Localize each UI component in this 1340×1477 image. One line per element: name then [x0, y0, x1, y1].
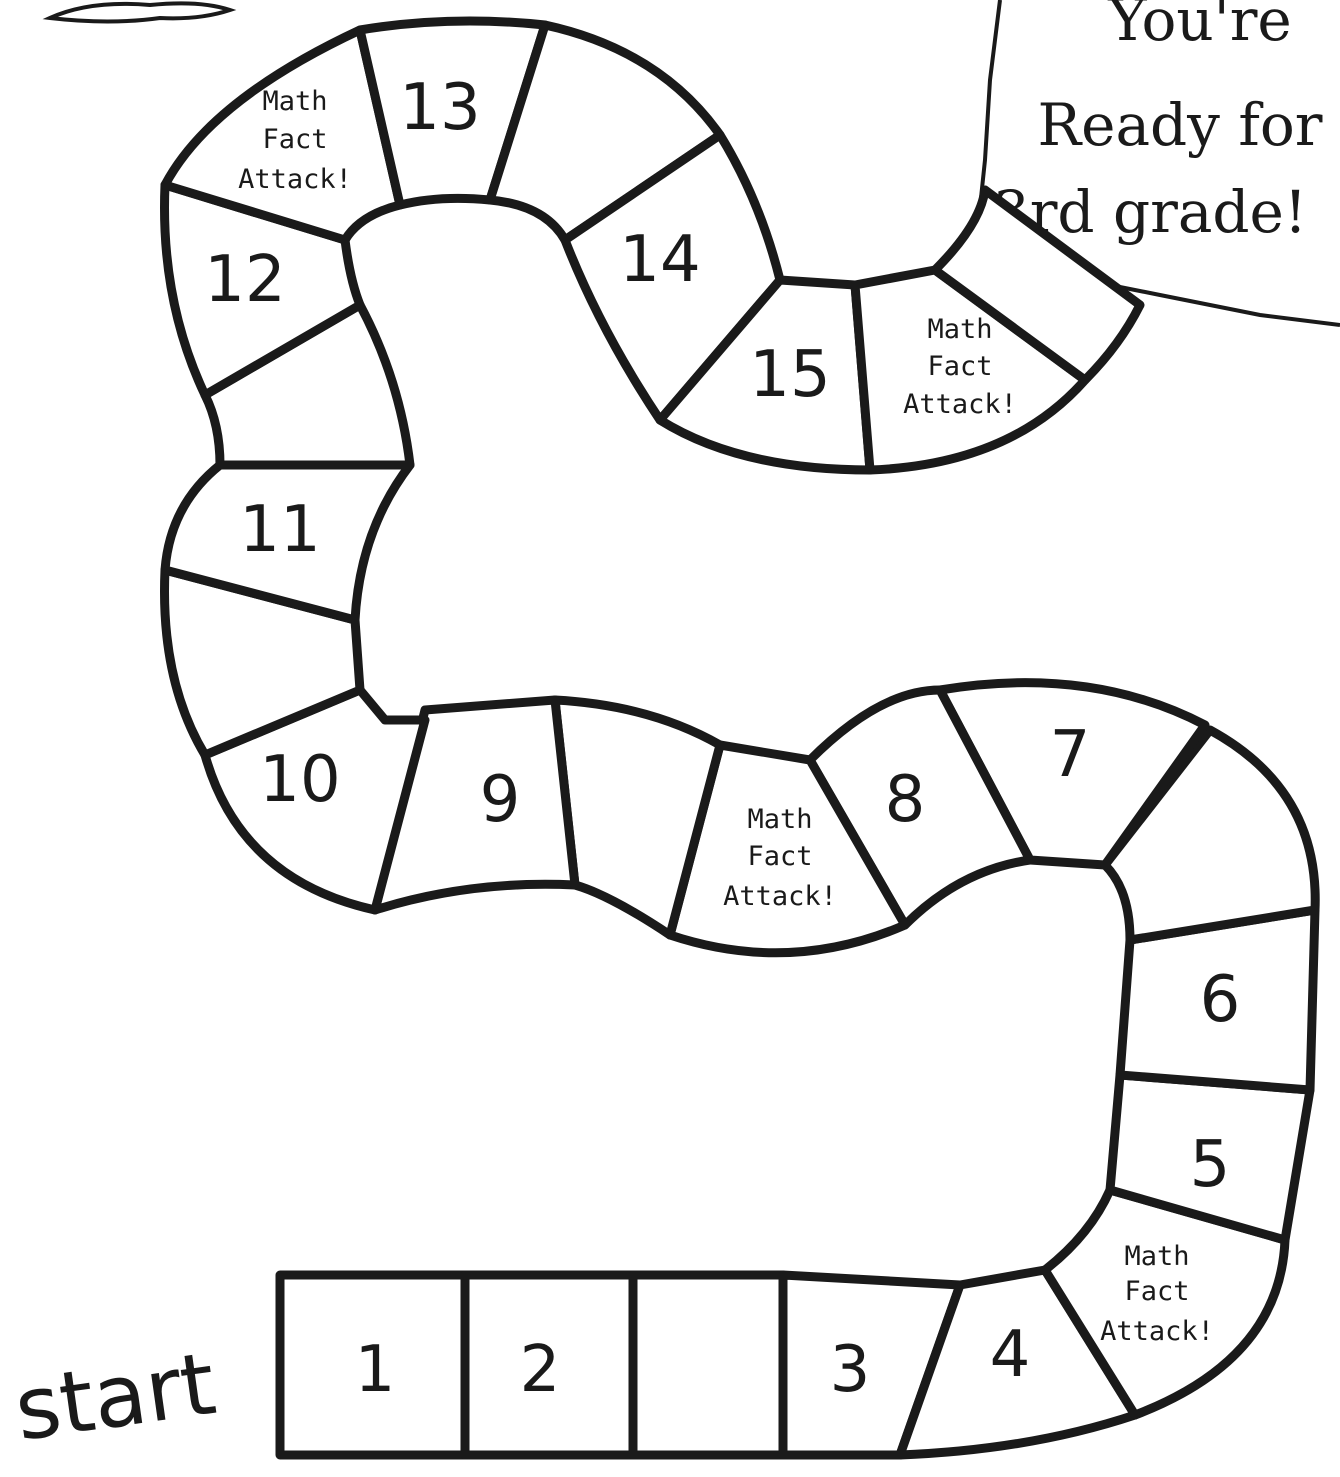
- finish-line-2: Ready for: [1037, 91, 1322, 159]
- space-14-number: 14: [619, 223, 700, 297]
- mfa-1-line-2: Fact: [262, 124, 327, 155]
- mfa-3-line-3: Attack!: [723, 881, 837, 912]
- space-13-number: 13: [399, 71, 480, 145]
- finish-line-1: You're: [1107, 0, 1292, 54]
- mfa-1-line-3: Attack!: [238, 164, 352, 195]
- space-2-number: 2: [520, 1333, 561, 1407]
- mfa-2-line-3: Attack!: [903, 389, 1017, 420]
- mfa-3-line-2: Fact: [747, 841, 812, 872]
- space-5-number: 5: [1190, 1128, 1231, 1202]
- space-10-number: 10: [259, 743, 340, 817]
- space-3-number: 3: [830, 1333, 871, 1407]
- mfa-2-line-2: Fact: [927, 351, 992, 382]
- space-9-number: 9: [480, 763, 521, 837]
- space-15-number: 15: [749, 338, 830, 412]
- space-8-number: 8: [885, 763, 926, 837]
- mfa-4-line-1: Math: [1124, 1241, 1189, 1272]
- space-4-number: 4: [990, 1318, 1031, 1392]
- space-6-number: 6: [1200, 963, 1241, 1037]
- start-label: start: [9, 1334, 221, 1461]
- space-blank[interactable]: [633, 1275, 783, 1455]
- cloud-decoration: [50, 3, 230, 21]
- mfa-1-line-1: Math: [262, 86, 327, 117]
- mfa-2-line-1: Math: [927, 314, 992, 345]
- space-7-number: 7: [1050, 718, 1091, 792]
- space-1-number: 1: [355, 1333, 396, 1407]
- mfa-4-line-2: Fact: [1124, 1276, 1189, 1307]
- space-11-number: 11: [239, 493, 320, 567]
- mfa-3-line-1: Math: [747, 804, 812, 835]
- space-12-number: 12: [204, 243, 285, 317]
- mfa-4-line-3: Attack!: [1100, 1316, 1214, 1347]
